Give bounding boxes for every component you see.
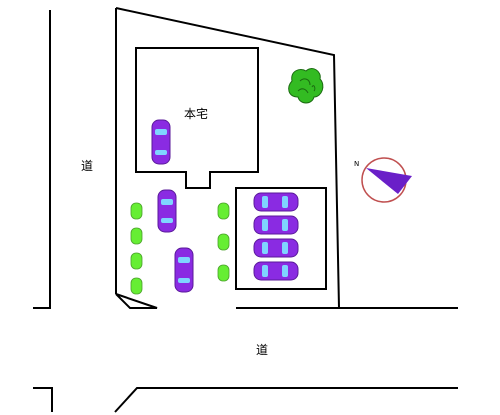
shrubs: [130, 202, 230, 295]
tree-icon: [288, 68, 324, 104]
car-garage-3: [253, 238, 299, 258]
compass-icon: N: [354, 157, 412, 203]
road-south-label: 道: [256, 343, 268, 357]
car-garage-1: [253, 192, 299, 212]
compass-north-label: N: [354, 160, 359, 168]
road-west-line: [33, 10, 51, 309]
car-garage-2: [253, 215, 299, 235]
car-parking-1: [157, 189, 177, 233]
road-lines: [33, 10, 458, 413]
shrub-icon: [130, 252, 143, 270]
house-label: 本宅: [184, 106, 208, 121]
shrub-icon: [130, 227, 143, 245]
car-house: [151, 119, 171, 165]
shrub-icon: [130, 202, 143, 220]
car-parking-2: [174, 247, 194, 293]
shrub-icon: [217, 233, 230, 251]
road-west-label: 道: [81, 159, 93, 173]
road-south-bottom-left-line: [33, 387, 53, 412]
shrub-icon: [217, 202, 230, 220]
site-boundary: [115, 7, 341, 309]
road-south-bottom-right-line: [114, 387, 458, 413]
shrub-icon: [130, 277, 143, 295]
garage-outline: [235, 187, 327, 290]
car-garage-4: [253, 261, 299, 281]
main-house-outline: [135, 47, 259, 189]
shrub-icon: [217, 264, 230, 282]
